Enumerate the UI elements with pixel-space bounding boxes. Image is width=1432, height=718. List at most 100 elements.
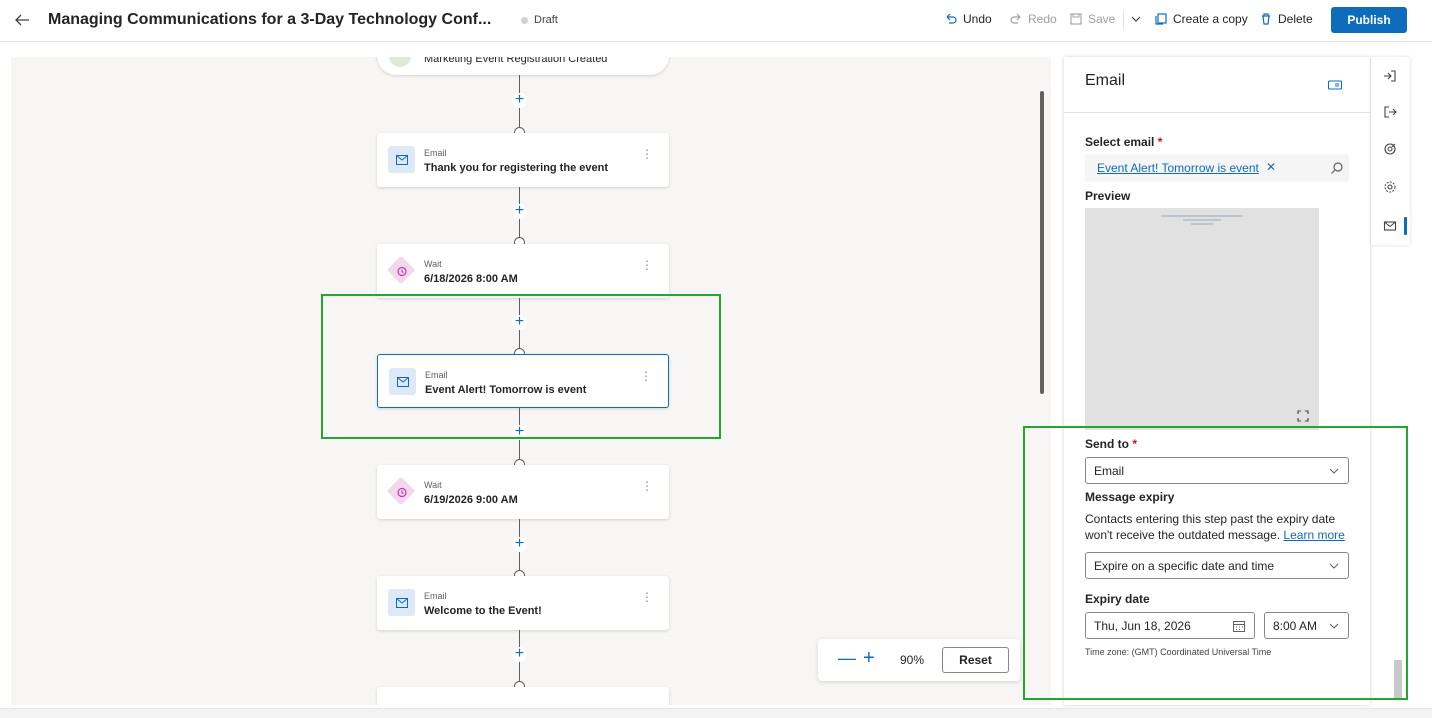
message-expiry-label: Message expiry [1085,490,1175,504]
chevron-down-icon [1131,16,1141,22]
selected-email-chip[interactable]: Event Alert! Tomorrow is event [1097,161,1259,175]
email-step-icon [389,368,416,395]
step-card-email-2[interactable]: Email Event Alert! Tomorrow is event ⋮ [377,354,669,408]
chevron-down-icon [1329,468,1339,474]
trigger-label: Marketing Event Registration Created [424,57,608,65]
email-step-icon [388,589,415,616]
send-to-label: Send to * [1085,437,1138,451]
expiry-date-value: Thu, Jun 18, 2026 [1094,619,1191,633]
redo-label: Redo [1028,12,1057,26]
save-label: Save [1088,12,1116,26]
zoom-controls: — + 90% Reset [818,639,1020,681]
add-step-button[interactable]: + [512,646,527,662]
create-copy-label: Create a copy [1173,12,1248,26]
step-type: Email [424,148,447,158]
step-card-email-3[interactable]: Email Welcome to the Event! ⋮ [377,576,669,630]
step-card-wait-1[interactable]: Wait 6/18/2026 8:00 AM ⋮ [377,244,669,298]
expiry-time-dropdown[interactable]: 8:00 AM [1264,612,1349,639]
publish-button[interactable]: Publish [1331,7,1407,33]
trigger-card[interactable]: Marketing Event Registration Created [377,57,669,75]
email-preview [1085,208,1319,430]
add-step-button[interactable]: + [512,424,527,440]
back-arrow-icon[interactable] [12,10,32,30]
add-step-button[interactable]: + [512,203,527,219]
send-to-dropdown[interactable]: Email [1085,457,1349,484]
delete-button[interactable]: Delete [1259,12,1313,26]
zoom-out-button[interactable]: — [838,648,856,668]
expiry-date-input[interactable]: Thu, Jun 18, 2026 [1085,612,1255,639]
zoom-in-button[interactable]: + [863,647,875,669]
email-icon[interactable] [1383,219,1397,233]
step-name: Event Alert! Tomorrow is event [425,384,587,396]
sign-in-icon[interactable] [1383,69,1397,83]
save-button[interactable]: Save [1069,12,1115,26]
more-options-icon[interactable]: ⋮ [641,258,653,272]
expand-icon[interactable] [1297,410,1309,422]
add-step-button[interactable]: + [512,536,527,552]
collapse-panel-icon[interactable] [1327,77,1343,93]
redo-icon [1010,13,1021,24]
reset-zoom-button[interactable]: Reset [942,647,1009,673]
preview-thumbnail-text [1161,215,1243,225]
wait-step-icon [386,476,416,506]
right-icon-rail [1371,57,1410,245]
trash-icon [1262,13,1270,25]
timezone-note: Time zone: (GMT) Coordinated Universal T… [1085,647,1272,657]
step-name: 6/19/2026 9:00 AM [424,494,518,506]
expiry-date-label: Expiry date [1085,592,1150,606]
step-name: Welcome to the Event! [424,605,542,617]
more-options-icon[interactable]: ⋮ [641,147,653,161]
undo-button[interactable]: Undo [944,12,992,26]
journey-canvas[interactable]: Marketing Event Registration Created + E… [11,57,1051,705]
step-type: Email [424,591,447,601]
add-step-button[interactable]: + [512,92,527,108]
goal-target-icon[interactable] [1383,142,1397,156]
highlight-box-selected-step [321,294,721,439]
select-email-label: Select email * [1085,135,1163,149]
add-step-button[interactable]: + [512,314,527,330]
send-to-value: Email [1094,464,1125,478]
step-name: Thank you for registering the event [424,162,608,174]
calendar-icon[interactable] [1232,619,1246,633]
canvas-scrollbar[interactable] [1040,91,1044,394]
email-step-icon [388,146,415,173]
panel-scrollbar[interactable] [1394,660,1402,700]
bottom-scrollbar[interactable] [0,708,1432,718]
zoom-level: 90% [900,653,925,667]
toolbar-divider [1123,10,1124,30]
create-copy-button[interactable]: Create a copy [1154,12,1248,26]
step-type: Wait [424,480,442,490]
expiry-option-dropdown[interactable]: Expire on a specific date and time [1085,552,1349,579]
learn-more-link[interactable]: Learn more [1283,528,1345,542]
step-card-email-1[interactable]: Email Thank you for registering the even… [377,133,669,187]
step-type: Email [425,370,448,380]
remove-chip-icon[interactable]: ✕ [1266,160,1277,174]
select-email-field[interactable]: Event Alert! Tomorrow is event ✕ [1085,154,1349,182]
active-tab-indicator [1404,217,1407,235]
exit-icon[interactable] [1383,105,1397,119]
step-name: 6/18/2026 8:00 AM [424,273,518,285]
email-properties-panel: Email Select email * Event Alert! Tomorr… [1064,57,1370,705]
settings-gear-icon[interactable] [1383,180,1397,194]
step-card-wait-2[interactable]: Wait 6/19/2026 9:00 AM ⋮ [377,465,669,519]
more-options-icon[interactable]: ⋮ [641,479,653,493]
expiry-time-value: 8:00 AM [1273,619,1318,633]
panel-title: Email [1085,72,1126,89]
chevron-down-icon [1329,563,1339,569]
undo-icon [946,13,957,24]
more-chevron-button[interactable] [1129,12,1143,26]
preview-label: Preview [1085,189,1131,203]
search-icon[interactable] [1330,161,1344,175]
redo-button[interactable]: Redo [1009,12,1057,26]
wait-step-icon [386,255,416,285]
highlight-box-expiry-settings [1023,426,1408,700]
copy-icon [1155,13,1167,25]
more-options-icon[interactable]: ⋮ [641,590,653,604]
status-text: Draft [534,14,558,26]
panel-divider [1064,112,1370,113]
step-card-partial[interactable] [377,687,669,705]
step-type: Wait [424,259,442,269]
expiry-option-value: Expire on a specific date and time [1094,559,1275,573]
delete-label: Delete [1278,12,1313,26]
undo-label: Undo [963,12,992,26]
